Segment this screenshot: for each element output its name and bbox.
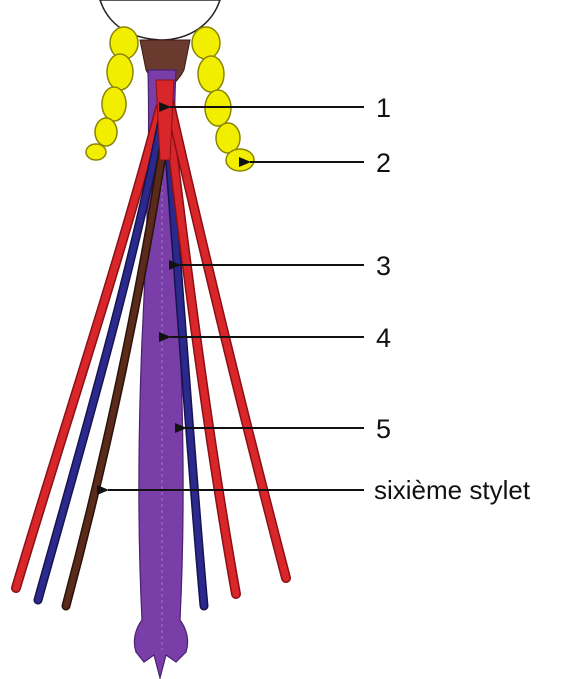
left-palp [86, 27, 138, 160]
label-5: 5 [376, 414, 391, 444]
label-2: 2 [376, 148, 391, 178]
label-4: 4 [376, 323, 391, 353]
label-1: 1 [376, 93, 391, 123]
label-sixth-stylet: sixième stylet [374, 475, 531, 505]
right-palp [192, 27, 254, 171]
label-3: 3 [376, 251, 391, 281]
